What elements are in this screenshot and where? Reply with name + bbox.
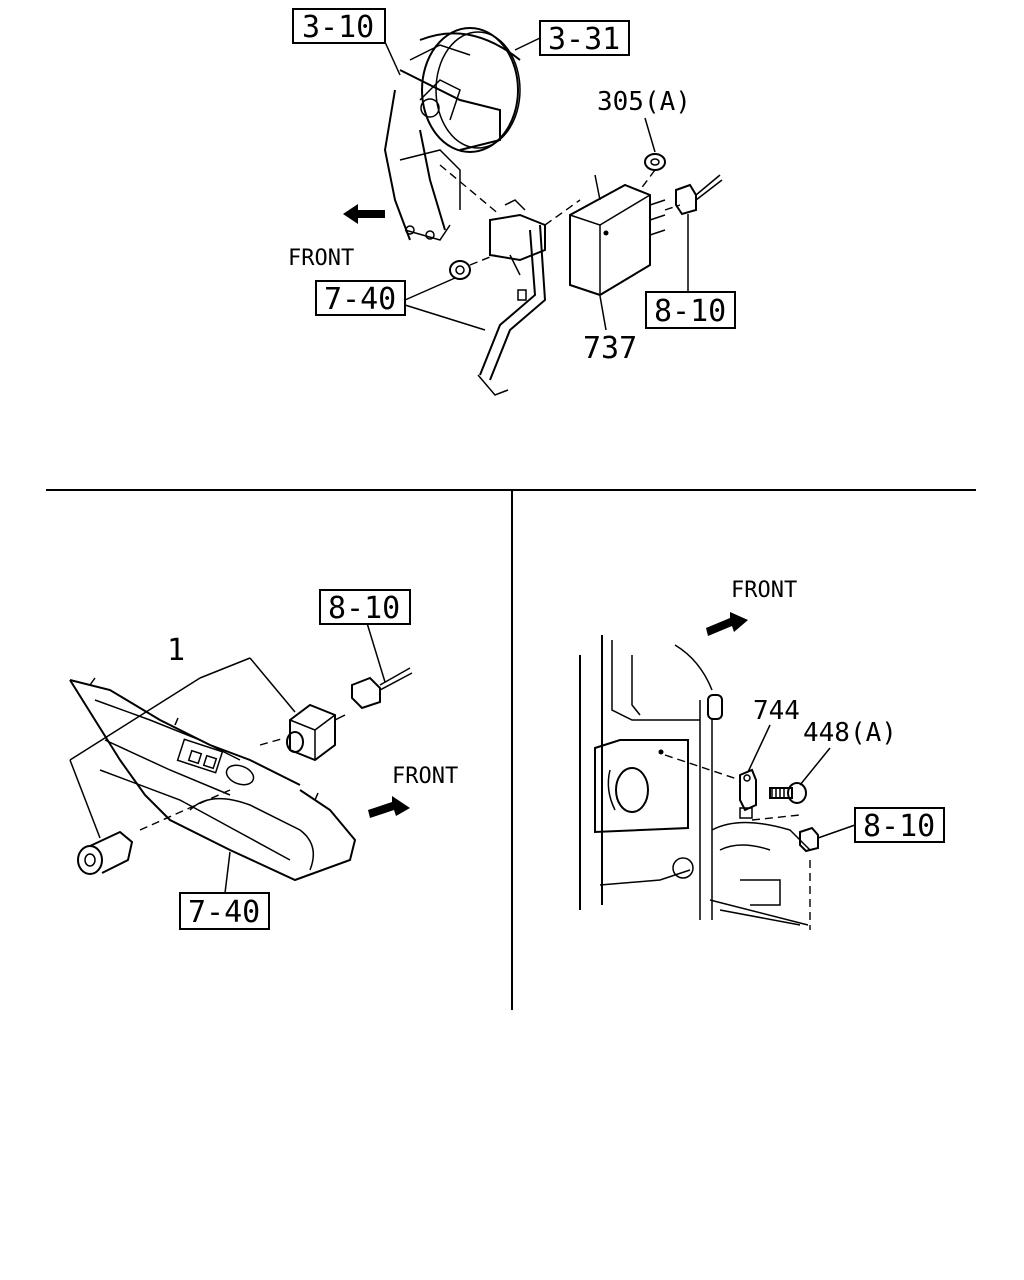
callout-8-10: 8-10: [654, 294, 726, 329]
front-arrow-icon: [343, 204, 385, 224]
top-panel: FRONT 3-10 3-31 305(A) 7-40 8-10 737: [288, 8, 736, 396]
callout-3-31: 3-31: [548, 22, 620, 57]
clip-7-40-drawing: [449, 260, 471, 280]
callout-8-10-box: [854, 807, 945, 843]
callout-737: 737: [583, 331, 637, 366]
callout-1: 1: [167, 633, 185, 668]
pedal-bracket-drawing: [477, 199, 547, 396]
front-label: FRONT: [731, 578, 797, 603]
callout-7-40-box: [179, 892, 270, 930]
callout-305a: 305(A): [597, 87, 691, 117]
connector-drawing-br: [799, 826, 819, 853]
callout-3-31-box: [539, 20, 630, 56]
body-structure-drawing: [579, 635, 811, 930]
front-label: FRONT: [392, 764, 458, 789]
callout-7-40: 7-40: [188, 895, 260, 930]
callout-8-10-box: [319, 589, 411, 625]
callout-448a: 448(A): [803, 718, 897, 748]
front-label: FRONT: [288, 246, 354, 271]
connector-drawing: [675, 174, 723, 216]
plug-drawing: [77, 830, 134, 875]
callout-8-10: 8-10: [328, 591, 400, 626]
callout-8-10-box: [645, 291, 736, 329]
front-arrow-icon: [368, 796, 410, 818]
switch-drawing: [286, 703, 346, 762]
callout-8-10: 8-10: [863, 809, 935, 844]
connector-drawing-bl: [351, 667, 413, 710]
callout-3-10: 3-10: [302, 10, 374, 45]
instrument-panel-drawing: [69, 677, 357, 882]
bolt-448a-drawing: [769, 782, 807, 804]
front-arrow-icon: [706, 612, 748, 636]
bottom-left-panel: FRONT 8-10 1 7-40: [69, 589, 458, 930]
control-unit-737-drawing: [569, 174, 666, 297]
callout-7-40-box: [315, 280, 406, 316]
callout-7-40: 7-40: [324, 282, 396, 317]
sensor-744-drawing: [739, 768, 757, 819]
brake-booster-drawing: [383, 27, 521, 241]
callout-3-10-box: [292, 8, 386, 44]
callout-744: 744: [753, 696, 800, 726]
bottom-right-panel: FRONT 744 448(A) 8-10: [579, 578, 945, 930]
nut-305a-drawing: [644, 153, 666, 171]
